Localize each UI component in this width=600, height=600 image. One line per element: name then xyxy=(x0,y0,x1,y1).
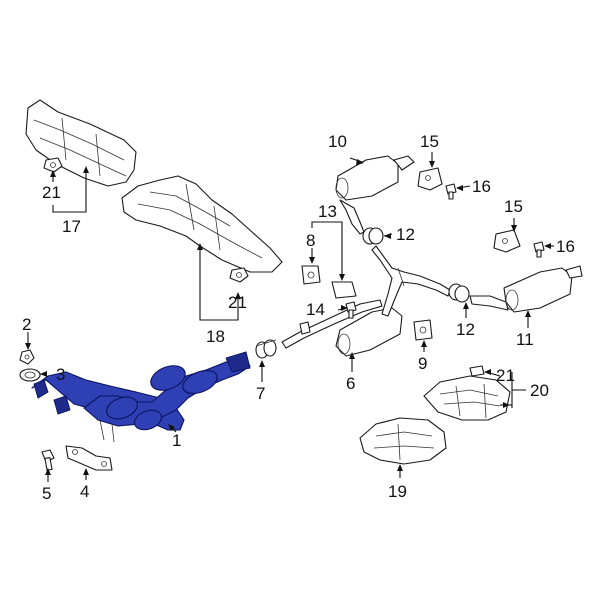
heat-shield-middle xyxy=(121,175,283,273)
y-pipe xyxy=(371,245,451,317)
front-exhaust-pipe-catalytic-converter-highlighted xyxy=(31,351,251,443)
callout-11: 11 xyxy=(516,330,534,349)
callout-7: 7 xyxy=(256,384,265,403)
heat-shield-nut-21a xyxy=(43,157,63,173)
hanger-part-8 xyxy=(301,265,321,285)
callout-19: 19 xyxy=(388,482,407,501)
bracket-part-4 xyxy=(65,445,113,471)
callout-3: 3 xyxy=(56,365,65,384)
callout-15b: 15 xyxy=(504,197,523,216)
bolt-part-16a xyxy=(445,183,457,200)
callout-21b: 21 xyxy=(228,293,247,312)
heat-shield-rear-part-20 xyxy=(423,375,511,421)
hanger-part-9 xyxy=(413,319,433,341)
bolt-part-14 xyxy=(345,301,357,319)
hanger-bracket-part-13 xyxy=(331,281,357,299)
gasket-part-3 xyxy=(19,368,41,382)
heat-shield-nut-21b xyxy=(229,267,249,283)
clamp-part-7 xyxy=(255,339,277,359)
callout-17: 17 xyxy=(62,217,81,236)
heat-shield-lower-part-19 xyxy=(359,417,447,465)
bolt-part-16b xyxy=(533,241,545,258)
callout-10: 10 xyxy=(328,132,347,151)
callout-14: 14 xyxy=(306,300,325,319)
callout-13: 13 xyxy=(318,202,337,221)
bracket-part-15a xyxy=(417,167,443,191)
muffler-right-part-11 xyxy=(469,265,583,313)
callout-4: 4 xyxy=(80,482,89,501)
bracket-part-15b xyxy=(493,229,521,253)
heat-shield-nut-21c xyxy=(469,365,485,377)
heat-shield-upper xyxy=(25,99,137,187)
callout-2: 2 xyxy=(22,315,31,334)
callout-21c: 21 xyxy=(496,366,515,385)
callout-20: 20 xyxy=(530,381,549,400)
stud-part-2 xyxy=(19,349,35,365)
callout-15a: 15 xyxy=(420,132,439,151)
callout-6: 6 xyxy=(346,374,355,393)
leader-lines xyxy=(27,152,554,482)
callout-16a: 16 xyxy=(472,177,491,196)
clamp-part-12b xyxy=(448,283,470,303)
callout-5: 5 xyxy=(42,484,51,503)
muffler-left-part-10 xyxy=(335,155,415,235)
callout-8: 8 xyxy=(306,231,315,250)
intermediate-pipe-part-6 xyxy=(281,299,403,357)
callout-12a: 12 xyxy=(396,225,415,244)
callout-numbers: 1 2 3 4 5 6 7 8 9 10 11 12 12 13 14 15 1… xyxy=(22,132,575,503)
callout-21a: 21 xyxy=(42,183,61,202)
callout-12b: 12 xyxy=(456,320,475,339)
bolt-part-5 xyxy=(41,449,55,471)
clamp-part-12a xyxy=(362,227,384,245)
callout-18: 18 xyxy=(206,327,225,346)
arrowheads xyxy=(25,159,551,475)
callout-16b: 16 xyxy=(556,237,575,256)
callout-1: 1 xyxy=(172,431,181,450)
callout-9: 9 xyxy=(418,354,427,373)
